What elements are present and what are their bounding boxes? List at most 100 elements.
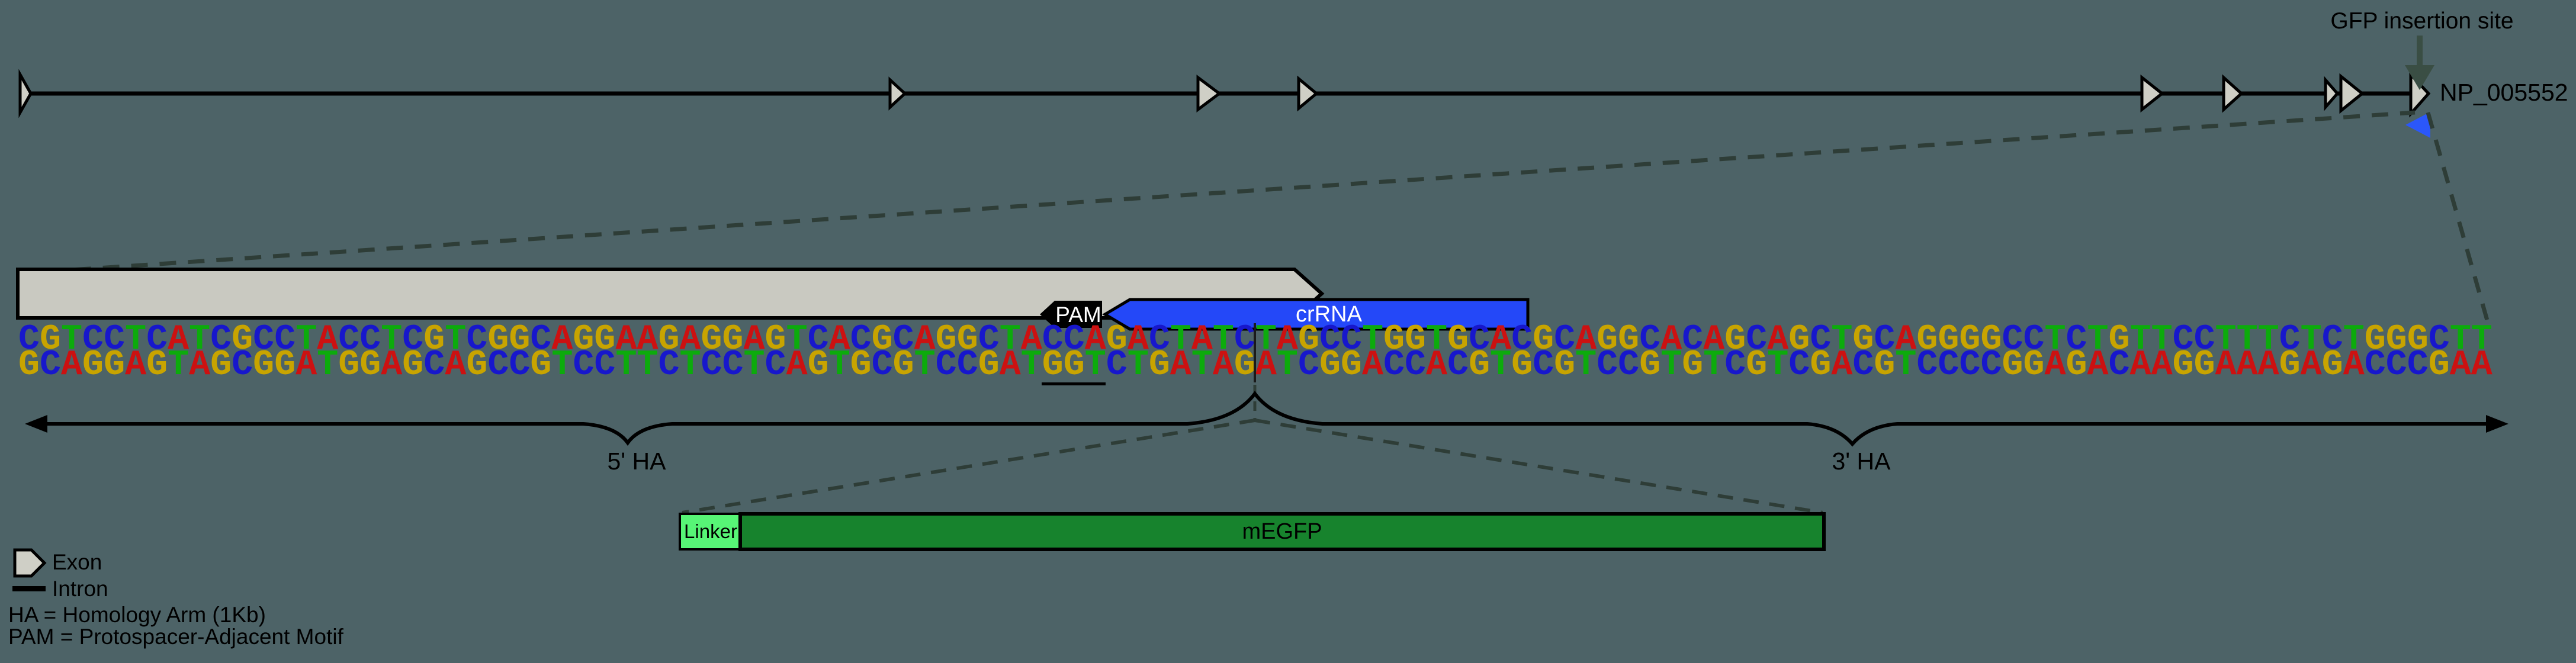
exon-marker-8 xyxy=(2339,73,2365,114)
base-G: G xyxy=(807,345,829,385)
base-A: A xyxy=(1426,345,1448,385)
base-A: A xyxy=(295,345,317,385)
base-T: T xyxy=(2257,320,2279,360)
base-G: G xyxy=(274,345,296,385)
base-G: G xyxy=(892,345,914,385)
base-G: G xyxy=(2279,345,2301,385)
base-G: G xyxy=(1297,320,1319,360)
base-C: C xyxy=(1405,345,1427,385)
base-A: A xyxy=(168,320,189,360)
base-C: C xyxy=(807,320,829,360)
base-T: T xyxy=(637,345,659,385)
exon-marker-5 xyxy=(2140,74,2165,113)
insert-dashed-line-left xyxy=(682,419,1255,514)
base-A: A xyxy=(2236,345,2258,385)
base-T: T xyxy=(1084,345,1106,385)
base-T: T xyxy=(2215,320,2237,360)
base-C: C xyxy=(1788,345,1810,385)
base-A: A xyxy=(2151,345,2173,385)
base-T: T xyxy=(1127,345,1149,385)
five-prime-ha-label: 5' HA xyxy=(607,448,666,475)
base-C: C xyxy=(2385,345,2407,385)
base-C: C xyxy=(1148,320,1170,360)
base-C: C xyxy=(1938,345,1960,385)
base-C: C xyxy=(253,320,275,360)
base-T: T xyxy=(295,320,317,360)
zoom-dashed-lines xyxy=(17,110,2491,325)
base-G: G xyxy=(423,320,445,360)
base-A: A xyxy=(1170,345,1191,385)
base-T: T xyxy=(1703,345,1725,385)
exon-markers xyxy=(18,69,2431,118)
base-G: G xyxy=(850,345,872,385)
base-G: G xyxy=(2407,320,2429,360)
legend-intron-label: Intron xyxy=(52,577,108,601)
base-A: A xyxy=(2449,345,2471,385)
megfp-box xyxy=(738,512,1826,551)
base-A: A xyxy=(317,320,339,360)
base-G: G xyxy=(1234,345,1255,385)
base-A: A xyxy=(2300,345,2322,385)
base-T: T xyxy=(679,345,701,385)
base-A: A xyxy=(743,320,765,360)
measure-arrowhead-right xyxy=(2486,415,2508,433)
base-G: G xyxy=(722,320,744,360)
base-C: C xyxy=(466,320,488,360)
base-C: C xyxy=(850,320,872,360)
base-G: G xyxy=(2321,345,2343,385)
linker-label: Linker xyxy=(684,520,737,542)
base-C: C xyxy=(1980,345,2002,385)
base-A: A xyxy=(1767,320,1789,360)
base-C: C xyxy=(40,345,62,385)
base-T: T xyxy=(381,320,403,360)
base-C: C xyxy=(274,320,296,360)
base-G: G xyxy=(871,320,893,360)
exon-marker-3 xyxy=(1196,75,1222,112)
legend-exon-icon xyxy=(13,548,47,578)
base-C: C xyxy=(210,320,232,360)
base-G: G xyxy=(1980,320,2002,360)
base-T: T xyxy=(125,320,147,360)
gfp-insertion-arrow-icon xyxy=(2405,36,2434,90)
base-C: C xyxy=(871,345,893,385)
base-T: T xyxy=(786,320,808,360)
base-C: C xyxy=(2321,320,2343,360)
base-A: A xyxy=(551,320,573,360)
base-C: C xyxy=(402,320,424,360)
base-C: C xyxy=(82,320,104,360)
pam-underline xyxy=(1042,382,1106,385)
base-G: G xyxy=(1938,320,1960,360)
base-T: T xyxy=(1255,320,1277,360)
base-G: G xyxy=(2428,345,2450,385)
base-G: G xyxy=(1554,345,1576,385)
base-C: C xyxy=(1383,345,1405,385)
base-G: G xyxy=(1597,320,1618,360)
sequence-bottom-strand: GCAGGAGTAGCGGATGGAGCAGCCGTCCTTCTCCTCAGTG… xyxy=(18,347,2493,383)
base-C: C xyxy=(573,345,595,385)
base-G: G xyxy=(146,345,168,385)
base-G: G xyxy=(1959,320,1981,360)
base-C: C xyxy=(232,345,253,385)
base-G: G xyxy=(2023,345,2045,385)
base-C: C xyxy=(765,345,786,385)
base-C: C xyxy=(2193,320,2215,360)
exon-marker-1 xyxy=(18,69,33,118)
base-T: T xyxy=(1575,345,1597,385)
base-A: A xyxy=(914,320,936,360)
base-A: A xyxy=(828,320,850,360)
base-A: A xyxy=(445,345,467,385)
base-T: T xyxy=(2471,320,2493,360)
base-A: A xyxy=(2129,345,2151,385)
measure-arrowhead-left xyxy=(25,415,47,433)
base-A: A xyxy=(786,345,808,385)
base-C: C xyxy=(1340,320,1362,360)
base-C: C xyxy=(1533,345,1554,385)
base-A: A xyxy=(1490,320,1512,360)
base-G: G xyxy=(2172,345,2194,385)
base-T: T xyxy=(1895,345,1917,385)
base-A: A xyxy=(1895,320,1917,360)
base-C: C xyxy=(2279,320,2301,360)
base-A: A xyxy=(1212,345,1234,385)
base-A: A xyxy=(2343,345,2365,385)
base-G: G xyxy=(338,345,360,385)
